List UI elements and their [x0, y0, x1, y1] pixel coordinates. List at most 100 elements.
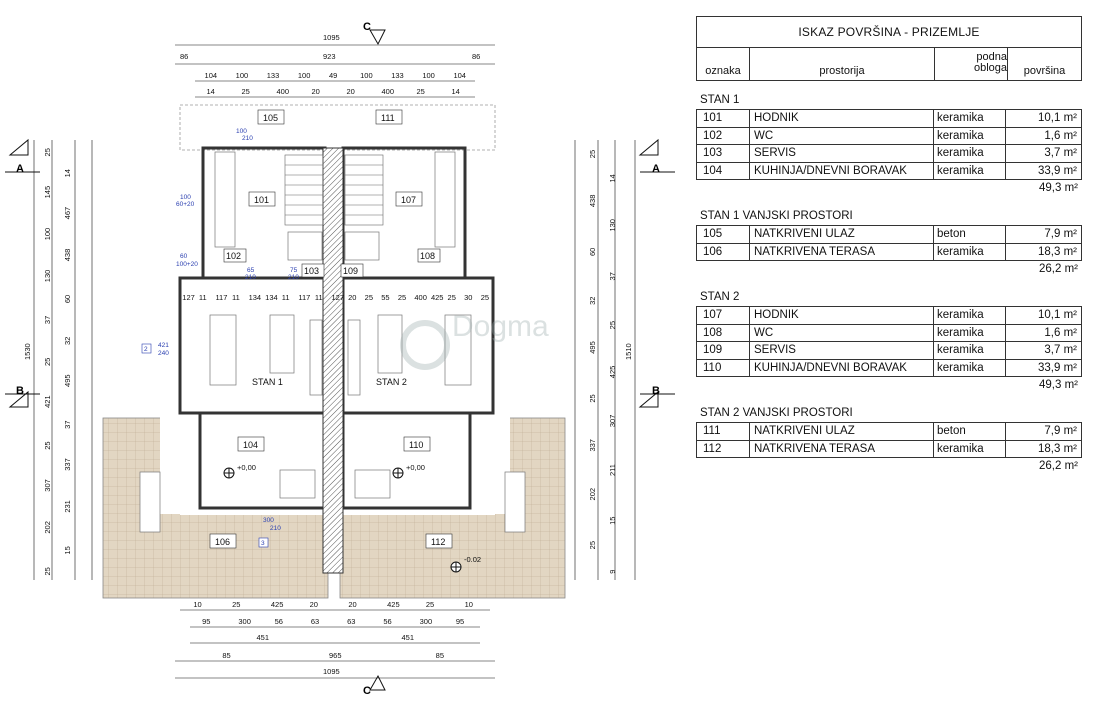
dim-label: 11: [282, 293, 290, 302]
dim-top-total: 1095: [323, 33, 340, 42]
dim-label: 117: [215, 293, 227, 302]
cell-floor: keramika: [933, 162, 1005, 179]
dim-label: 20: [310, 600, 318, 609]
cell-floor: keramika: [933, 342, 1005, 359]
cell-room: SERVIS: [749, 145, 933, 162]
room-109: 109: [343, 266, 358, 276]
col-oznaka: oznaka: [705, 65, 741, 77]
group-title: STAN 1: [700, 94, 740, 106]
section-mark-c-top: C: [363, 21, 371, 33]
dim-label: 307: [608, 415, 617, 428]
dim-label: 100: [43, 228, 52, 241]
cell-floor: keramika: [933, 127, 1005, 144]
cell-floor: keramika: [933, 243, 1005, 260]
cell-area: 18,3 m²: [1005, 440, 1081, 457]
svg-text:100+20: 100+20: [176, 261, 198, 268]
cell-floor: beton: [933, 226, 1005, 243]
dim-label: 25: [43, 148, 52, 156]
cell-code: 105: [703, 228, 723, 241]
cell-area: 7,9 m²: [1005, 226, 1081, 243]
cell-area: 3,7 m²: [1005, 342, 1081, 359]
room-107: 107: [401, 195, 416, 205]
dim-label: 20: [312, 87, 320, 96]
watermark: Dogma: [400, 310, 549, 370]
cell-floor: keramika: [933, 359, 1005, 376]
section-markers: [5, 29, 675, 691]
dim-right-outer: 1510: [624, 343, 633, 360]
top-dimension-lines: [175, 44, 495, 98]
level-markers: +0,00 +0,00 -0.02: [223, 463, 481, 573]
cell-code: 103: [703, 147, 723, 160]
dim-label: 49: [329, 71, 337, 80]
svg-text:421: 421: [158, 342, 169, 349]
svg-text:240: 240: [158, 350, 169, 357]
furniture: [139, 151, 526, 533]
dim-label: 25: [481, 293, 489, 302]
cell-area: 3,7 m²: [1005, 145, 1081, 162]
svg-text:75: 75: [290, 267, 298, 274]
dim-label: 202: [43, 521, 52, 534]
dim-label: 104: [453, 71, 466, 80]
group-title: STAN 2: [700, 291, 740, 303]
unit-label-stan-1: STAN 1: [252, 377, 283, 387]
dim-label: 425: [431, 293, 444, 302]
dim-label: 130: [43, 270, 52, 283]
dim-label: 425: [271, 600, 284, 609]
dim-label: 10: [465, 600, 473, 609]
group-sum: 26,2 m²: [1039, 263, 1078, 275]
dim-label: 56: [383, 617, 391, 626]
dim-label: 25: [588, 394, 597, 402]
dim-left-outer: 1530: [23, 343, 32, 360]
cell-room: HODNIK: [749, 110, 933, 127]
dim-label: 55: [381, 293, 389, 302]
dim-label: 202: [588, 488, 597, 501]
dim-label: 231: [63, 500, 72, 513]
dim-label: 145: [43, 186, 52, 199]
dim-label: 425: [608, 366, 617, 379]
dim-label: 9: [608, 570, 617, 574]
dim-label: 25: [365, 293, 373, 302]
dim-label: 11: [315, 293, 323, 302]
cell-area: 33,9 m²: [1005, 359, 1081, 376]
dim-label: 100: [298, 71, 311, 80]
dim-label: 25: [43, 567, 52, 575]
cell-room: NATKRIVENA TERASA: [749, 243, 933, 260]
dim-label: 127: [182, 293, 195, 302]
area-table: ISKAZ POVRŠINA - PRIZEMLJE oznaka prosto…: [696, 16, 1082, 475]
dim-label: 100: [360, 71, 373, 80]
dim-label: 37: [608, 272, 617, 280]
cell-floor: beton: [933, 423, 1005, 440]
cell-room: NATKRIVENI ULAZ: [749, 423, 933, 440]
dim-label: 25: [608, 321, 617, 329]
dim-label: 15: [63, 546, 72, 554]
dim-label: 14: [207, 87, 215, 96]
svg-text:210: 210: [270, 525, 281, 532]
dim-label: 25: [448, 293, 456, 302]
svg-text:3: 3: [261, 540, 265, 547]
dim-label: 133: [267, 71, 280, 80]
cell-code: 112: [703, 442, 722, 455]
dim-label: 25: [232, 600, 240, 609]
dim-label: 300: [420, 617, 433, 626]
dim-label: 37: [43, 316, 52, 324]
dim-label: 495: [588, 341, 597, 354]
cell-floor: keramika: [933, 440, 1005, 457]
col-povrsina: površina: [1007, 48, 1081, 80]
room-112: 112: [431, 537, 445, 547]
svg-text:2: 2: [144, 346, 148, 353]
dim-left-column: 2514145467100438130603732254954213725337…: [43, 148, 72, 575]
bottom-dimension-lines: [175, 609, 495, 679]
entrance-canopy-outline: [179, 104, 496, 151]
dim-label: 95: [202, 617, 210, 626]
group-title: STAN 1 VANJSKI PROSTORI: [700, 210, 853, 222]
dim-label: 451: [257, 633, 270, 642]
cell-area: 10,1 m²: [1005, 307, 1081, 324]
